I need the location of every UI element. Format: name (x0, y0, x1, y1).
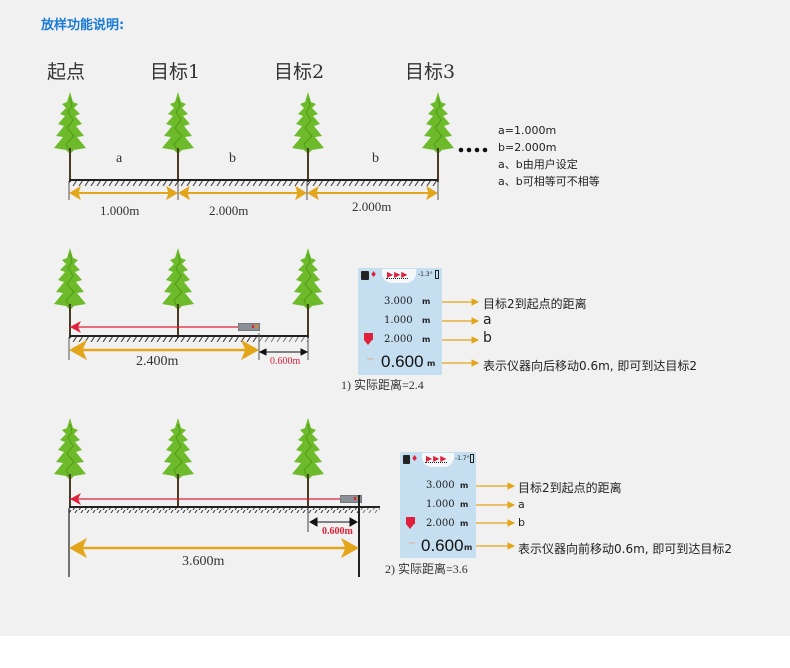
callout-arrows (442, 298, 480, 367)
tree-icon (161, 418, 195, 508)
lcd-row-value: 1.000 (384, 315, 413, 326)
dimension-arrow-measured (68, 339, 260, 361)
diagram-drawing (53, 92, 516, 577)
tilt-readout: -1.3° (418, 271, 433, 278)
dimension-arrow-a (69, 185, 178, 201)
callout-label: 目标2到起点的距离 (518, 481, 622, 495)
diagram-2 (53, 248, 480, 367)
minus-sign: − (408, 538, 417, 549)
lcd-screen: ♦ ▶▶▶ -1.7° 3.000 m 1.000 m 2.000 m − 0.… (400, 452, 476, 558)
lcd-row-unit: m (460, 519, 469, 528)
minus-sign: − (366, 354, 375, 365)
segment-label-b: b (372, 151, 379, 166)
tilt-readout: -1.7° (455, 455, 470, 462)
laser-icon: ♦ (411, 454, 419, 463)
offset-distance: 0.600m (270, 356, 301, 367)
signal-icon (435, 270, 439, 279)
tree-icon (53, 418, 87, 508)
caption: 2) 实际距离=3.6 (385, 562, 468, 576)
continuation-dots (458, 147, 488, 153)
diagram-1 (53, 92, 488, 201)
rangefinder-device-icon (238, 323, 260, 331)
laser-arrowhead (70, 493, 81, 505)
diagram-canvas: 放样功能说明: 起点 目标1 目标2 目标3 (0, 0, 790, 636)
diagram-3 (53, 418, 516, 577)
lcd-row-value: 3.000 (426, 480, 455, 491)
callout-label: b (518, 516, 525, 529)
dimension-arrow-offset (308, 517, 359, 527)
tree-icon (53, 248, 87, 338)
note-line: b=2.000m (498, 141, 557, 154)
laser-icon: ♦ (370, 270, 378, 279)
offset-distance: 0.600m (322, 526, 353, 537)
dimension-arrow-b2 (307, 185, 438, 201)
header-target-2: 目标2 (274, 61, 325, 83)
dimension-arrow-b1 (178, 185, 307, 201)
lcd-row-unit: m (422, 335, 431, 344)
lcd-main-unit: m (464, 543, 473, 552)
dimension-arrow-offset (258, 348, 309, 356)
lcd-row-unit: m (422, 297, 431, 306)
callout-label: a (518, 498, 525, 511)
callout-label: 表示仪器向前移动0.6m, 即可到达目标2 (518, 542, 733, 556)
tree-icon (291, 92, 325, 182)
lcd-screen: ♦ ▶▶▶ -1.3° 3.000 m 1.000 m 2.000 m − 0.… (358, 268, 442, 375)
lcd-main-value: 0.600 (421, 536, 464, 555)
lcd-row-value: 2.000 (426, 518, 455, 529)
header-target-1: 目标1 (150, 61, 201, 83)
lcd-row-unit: m (422, 316, 431, 325)
callout-label: a (483, 312, 492, 328)
segment-label-a: a (116, 151, 123, 166)
measured-distance: 3.600m (182, 554, 225, 569)
lcd-row-value: 1.000 (426, 499, 455, 510)
callout-label: 目标2到起点的距离 (483, 297, 587, 311)
lcd-main-unit: m (427, 359, 436, 368)
flags-icon: ▶▶▶ (422, 453, 454, 467)
tree-icon (161, 248, 195, 338)
lcd-row-unit: m (460, 481, 469, 490)
caption: 1) 实际距离=2.4 (341, 378, 424, 392)
flags-icon: ▶▶▶ (382, 269, 416, 283)
callout-arrows (476, 482, 516, 550)
callout-label: b (483, 330, 492, 346)
callout-label: 表示仪器向后移动0.6m, 即可到达目标2 (483, 359, 698, 373)
segment-distance-a: 1.000m (100, 203, 140, 218)
header-target-3: 目标3 (405, 61, 456, 83)
ground-hatch (69, 181, 438, 186)
segment-distance-b: 2.000m (209, 203, 249, 218)
measured-distance: 2.400m (136, 354, 179, 369)
lcd-main-value: 0.600 (381, 352, 424, 371)
lcd-row-unit: m (460, 500, 469, 509)
lcd-row-value: 2.000 (384, 334, 413, 345)
lcd-row-value: 3.000 (384, 296, 413, 307)
tree-icon (421, 92, 455, 182)
battery-icon (403, 455, 410, 464)
note-line: a、b可相等可不相等 (498, 175, 600, 188)
tree-icon (291, 418, 325, 508)
tree-icon (161, 92, 195, 182)
signal-icon (470, 454, 474, 463)
laser-arrowhead (70, 321, 81, 333)
segment-distance-b: 2.000m (352, 199, 392, 214)
down-marker-icon (406, 517, 415, 524)
header-start-point: 起点 (47, 61, 86, 83)
dimension-arrow-measured (68, 537, 360, 559)
tree-icon (53, 92, 87, 182)
down-marker-icon (364, 333, 373, 340)
battery-icon (361, 271, 369, 280)
tree-icon (291, 248, 325, 338)
note-line: a、b由用户设定 (498, 158, 578, 171)
page-title: 放样功能说明: (41, 18, 125, 33)
segment-label-b: b (229, 151, 236, 166)
note-line: a=1.000m (498, 124, 557, 137)
